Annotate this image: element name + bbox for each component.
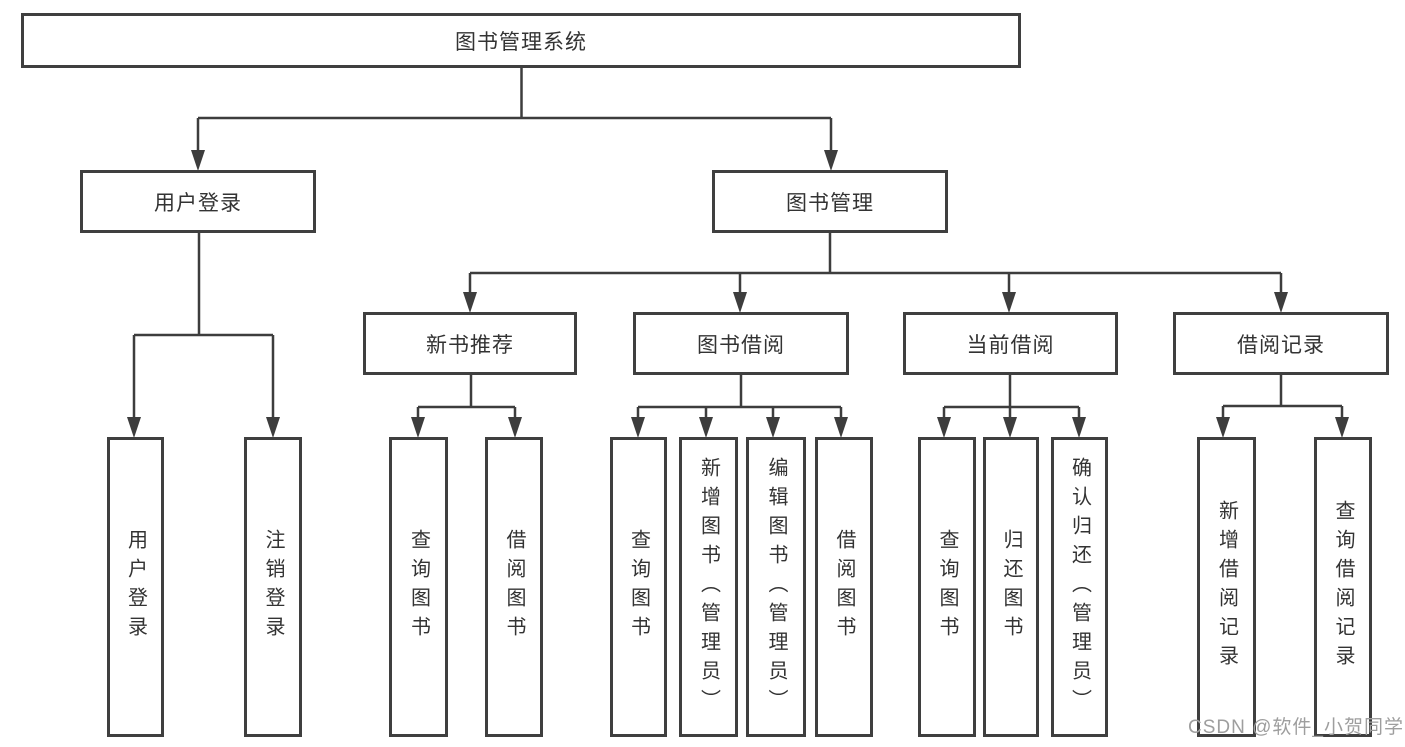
arrowhead-icons <box>127 150 1349 438</box>
leaf-add-book-admin: 新增图书（管理员） <box>679 437 738 737</box>
watermark: CSDN @软件_小贺同学 <box>1188 717 1404 738</box>
leaf-logout: 注销登录 <box>244 437 302 737</box>
node-current-borrow-label: 当前借阅 <box>966 333 1055 357</box>
node-borrow-records: 借阅记录 <box>1173 312 1389 375</box>
leaf-edit-book-admin: 编辑图书（管理员） <box>746 437 806 737</box>
leaf-add-borrow-record: 新增借阅记录 <box>1197 437 1256 737</box>
leaf-return-book: 归还图书 <box>983 437 1039 737</box>
leaf-user-login-label: 用户登录 <box>124 529 147 645</box>
leaf-return-book-label: 归还图书 <box>1000 529 1022 645</box>
leaf-confirm-return-admin-label: 确认归还（管理员） <box>1068 456 1091 718</box>
leaf-user-login: 用户登录 <box>107 437 164 737</box>
leaf-borrow-book-recommend-label: 借阅图书 <box>503 529 525 645</box>
leaf-borrow-book-label: 借阅图书 <box>833 529 855 645</box>
node-new-book-recommend: 新书推荐 <box>363 312 577 375</box>
leaf-borrow-book-recommend: 借阅图书 <box>485 437 543 737</box>
leaf-confirm-return-admin: 确认归还（管理员） <box>1051 437 1108 737</box>
node-book-borrow: 图书借阅 <box>633 312 849 375</box>
node-book-borrow-label: 图书借阅 <box>697 333 785 357</box>
node-book-management-label: 图书管理 <box>786 191 874 215</box>
leaf-query-borrow-record-label: 查询借阅记录 <box>1332 500 1354 674</box>
node-borrow-records-label: 借阅记录 <box>1237 333 1325 357</box>
node-user-login: 用户登录 <box>80 170 316 233</box>
leaf-add-book-admin-label: 新增图书（管理员） <box>697 456 720 718</box>
node-library-system: 图书管理系统 <box>21 13 1021 68</box>
leaf-borrow-book: 借阅图书 <box>815 437 873 737</box>
leaf-add-borrow-record-label: 新增借阅记录 <box>1215 500 1238 674</box>
leaf-edit-book-admin-label: 编辑图书（管理员） <box>765 456 787 718</box>
node-book-management: 图书管理 <box>712 170 948 233</box>
leaf-query-book-recommend: 查询图书 <box>389 437 448 737</box>
leaf-query-book-borrow: 查询图书 <box>610 437 667 737</box>
leaf-query-borrow-record: 查询借阅记录 <box>1314 437 1372 737</box>
node-current-borrow: 当前借阅 <box>903 312 1118 375</box>
node-user-login-label: 用户登录 <box>154 191 242 215</box>
leaf-query-book-current-label: 查询图书 <box>936 529 958 645</box>
node-new-book-recommend-label: 新书推荐 <box>426 333 514 357</box>
leaf-query-book-current: 查询图书 <box>918 437 976 737</box>
node-library-system-label: 图书管理系统 <box>455 30 587 54</box>
leaf-logout-label: 注销登录 <box>262 529 284 645</box>
leaf-query-book-recommend-label: 查询图书 <box>407 529 430 645</box>
leaf-query-book-borrow-label: 查询图书 <box>627 529 650 645</box>
